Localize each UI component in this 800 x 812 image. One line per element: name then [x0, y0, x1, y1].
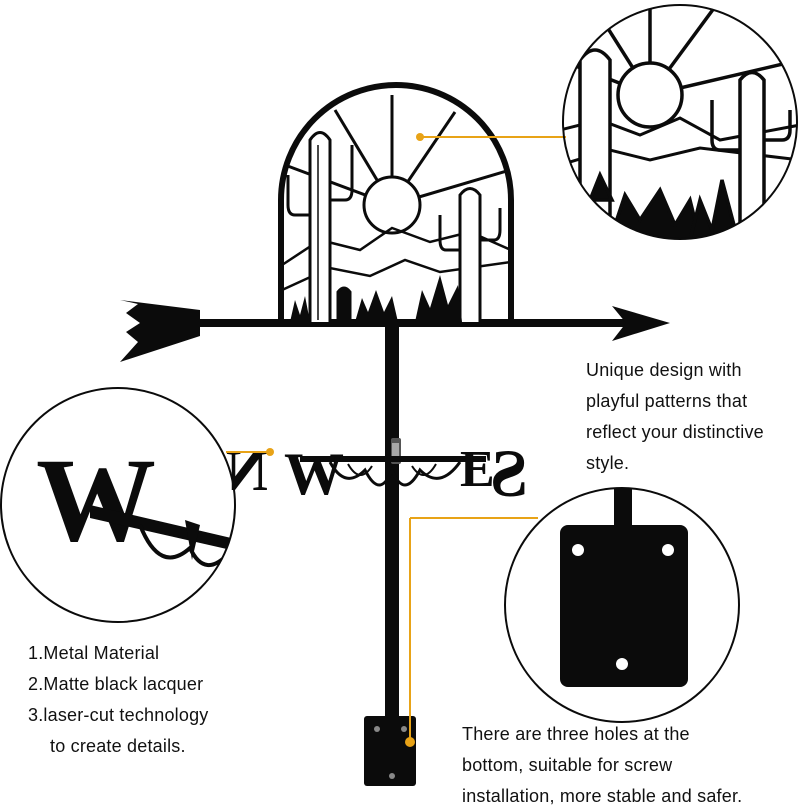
direction-letters: N W E S [226, 435, 528, 511]
zoom-mounting-plate-detail [504, 487, 740, 723]
zoom-w-letter-detail: W [0, 387, 236, 623]
feature-item: 3.laser-cut technology [28, 705, 209, 725]
features-list: 1.Metal Material 2.Matte black lacquer 3… [28, 638, 209, 762]
bottom-mounting-plate [364, 716, 416, 786]
holes-line: There are three holes at the [462, 724, 690, 744]
zoom-w-letter: W [36, 433, 156, 566]
direction-e-letter: E [460, 441, 495, 498]
zoom-desert-detail [562, 4, 798, 240]
holes-line: installation, more stable and safer. [462, 786, 743, 806]
feature-item: to create details. [50, 736, 186, 756]
design-description: Unique design with playful patterns that… [586, 355, 764, 479]
direction-w-letter: W [284, 441, 344, 507]
direction-s-letter: S [490, 435, 528, 511]
holes-line: bottom, suitable for screw [462, 755, 673, 775]
design-line: style. [586, 453, 630, 473]
design-line: Unique design with [586, 360, 742, 380]
feature-item: 1.Metal Material [28, 643, 160, 663]
direction-n-letter: N [226, 438, 268, 503]
direction-arms [300, 456, 486, 487]
leader-lines [226, 133, 566, 747]
desert-arch-panel [278, 82, 514, 322]
arrow [120, 300, 670, 362]
pole [385, 325, 401, 720]
design-line: reflect your distinctive [586, 422, 764, 442]
design-line: playful patterns that [586, 391, 748, 411]
feature-item: 2.Matte black lacquer [28, 674, 204, 694]
holes-description: There are three holes at the bottom, sui… [462, 719, 742, 812]
